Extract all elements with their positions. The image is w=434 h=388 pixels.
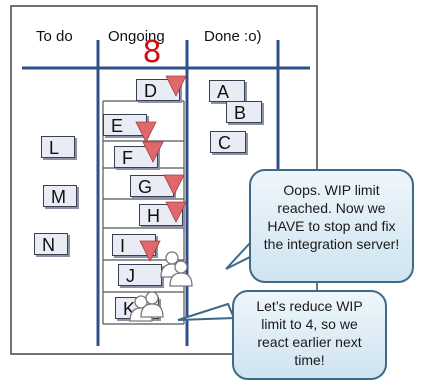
bubble-tail-bottom [177,302,236,321]
card-todo[interactable]: N [34,233,68,255]
column-header-done: Done :o) [204,28,262,45]
card-ongoing[interactable]: D [136,79,180,101]
card-done[interactable]: C [210,131,246,153]
red-flag-icon [139,240,161,262]
card-ongoing[interactable]: J [118,264,162,286]
people-icon [160,251,193,287]
speech-bubble-wip-reached: Oops. WIP limit reached. Now we HAVE to … [249,169,414,283]
red-flag-icon [165,75,187,97]
red-flag-icon [142,141,164,163]
card-done[interactable]: B [226,101,262,123]
column-header-ongoing: Ongoing [108,28,165,45]
red-flag-icon [135,121,157,143]
card-todo[interactable]: M [43,185,77,207]
red-flag-icon [165,201,187,223]
speech-bubble-reduce-wip: Let’s reduce WIP limit to 4, so we react… [232,290,387,380]
ongoing-slots [102,100,185,325]
card-ongoing[interactable]: E [103,114,147,136]
column-header-todo: To do [36,28,73,45]
people-icon [129,291,164,322]
red-flag-icon [163,174,185,196]
card-ongoing[interactable]: F [114,146,158,168]
card-ongoing[interactable]: G [130,175,174,197]
card-todo[interactable]: L [41,136,75,158]
wip-count: 8 [142,35,162,70]
